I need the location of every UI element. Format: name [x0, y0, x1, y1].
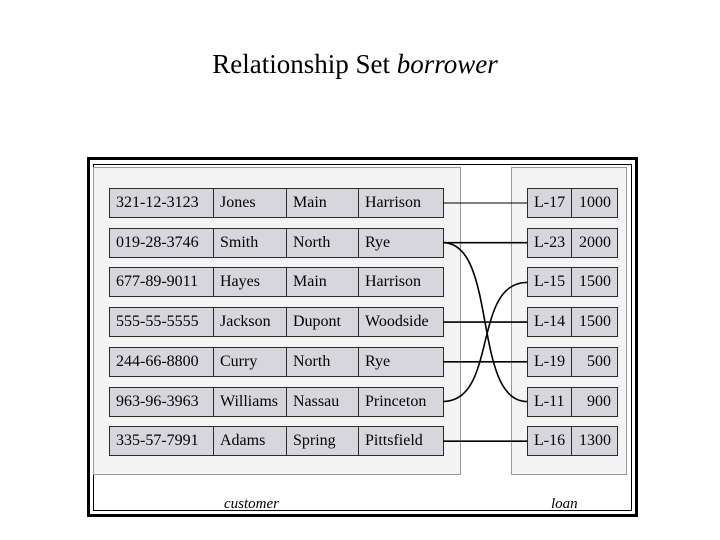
customer-city-cell: Harrison	[358, 267, 444, 297]
loan-amount-cell: 1000	[571, 188, 618, 218]
title-text: Relationship Set	[212, 49, 397, 79]
customer-name-cell: Williams	[213, 387, 287, 417]
loan-amount-cell: 500	[571, 347, 618, 377]
title-emphasis: borrower	[396, 49, 498, 79]
loan-number-cell: L-23	[527, 228, 572, 258]
loan-amount-cell: 1300	[571, 426, 618, 456]
customer-city-cell: Woodside	[358, 307, 444, 337]
customer-street-cell: North	[286, 347, 359, 377]
customer-id-cell: 335-57-7991	[109, 426, 214, 456]
customer-street-cell: Main	[286, 188, 359, 218]
customer-name-cell: Adams	[213, 426, 287, 456]
customer-city-cell: Harrison	[358, 188, 444, 218]
loan-number-cell: L-11	[527, 387, 572, 417]
customer-name-cell: Smith	[213, 228, 287, 258]
customer-city-cell: Princeton	[358, 387, 444, 417]
customer-name-cell: Curry	[213, 347, 287, 377]
customer-name-cell: Jackson	[213, 307, 287, 337]
loan-number-cell: L-15	[527, 267, 572, 297]
loan-number-cell: L-19	[527, 347, 572, 377]
customer-id-cell: 321-12-3123	[109, 188, 214, 218]
slide-title: Relationship Set borrower	[0, 46, 710, 82]
customer-name-cell: Jones	[213, 188, 287, 218]
loan-number-cell: L-17	[527, 188, 572, 218]
customer-street-cell: Nassau	[286, 387, 359, 417]
customer-id-cell: 244-66-8800	[109, 347, 214, 377]
loan-amount-cell: 1500	[571, 267, 618, 297]
loan-amount-cell: 900	[571, 387, 618, 417]
loan-amount-cell: 2000	[571, 228, 618, 258]
customer-id-cell: 555-55-5555	[109, 307, 214, 337]
customer-street-cell: Main	[286, 267, 359, 297]
loan-number-cell: L-16	[527, 426, 572, 456]
customer-id-cell: 963-96-3963	[109, 387, 214, 417]
customer-street-cell: Dupont	[286, 307, 359, 337]
relationship-link	[442, 281, 528, 403]
loan-amount-cell: 1500	[571, 307, 618, 337]
customer-id-cell: 019-28-3746	[109, 228, 214, 258]
customer-city-cell: Rye	[358, 228, 444, 258]
loan-label: loan	[551, 496, 578, 512]
customer-label: customer	[224, 496, 279, 512]
customer-id-cell: 677-89-9011	[109, 267, 214, 297]
customer-street-cell: North	[286, 228, 359, 258]
loan-number-cell: L-14	[527, 307, 572, 337]
customer-street-cell: Spring	[286, 426, 359, 456]
customer-name-cell: Hayes	[213, 267, 287, 297]
customer-city-cell: Pittsfield	[358, 426, 444, 456]
